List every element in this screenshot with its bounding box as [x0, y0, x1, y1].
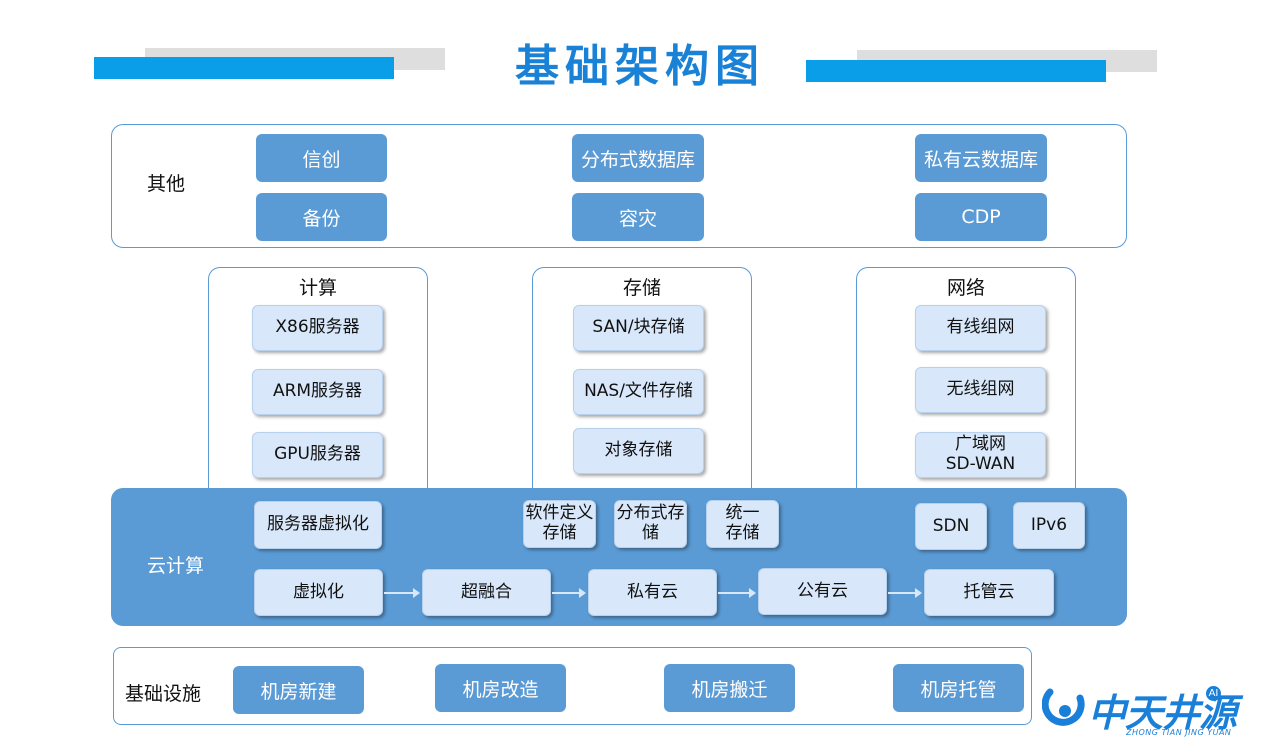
network-item-sdwan: 广域网 SD-WAN: [915, 432, 1046, 478]
cloud-item-sdn: SDN: [915, 503, 987, 550]
cloud-item-software-defined-storage: 软件定义 存储: [523, 500, 596, 548]
other-item-disaster-recovery: 容灾: [572, 193, 704, 241]
logo-subtitle: ZHONG TIAN JING YUAN: [1126, 728, 1232, 737]
title-decor-right-blue: [806, 60, 1106, 82]
other-item-backup: 备份: [256, 193, 387, 241]
compute-item-x86: X86服务器: [252, 305, 383, 351]
other-item-distributed-db: 分布式数据库: [572, 134, 704, 182]
network-item-wireless: 无线组网: [915, 367, 1046, 413]
flow-step-public-cloud: 公有云: [758, 568, 887, 615]
cloud-item-server-virtualization: 服务器虚拟化: [254, 501, 382, 549]
infra-item-hosting: 机房托管: [893, 664, 1024, 712]
flow-arrow-1: [384, 588, 420, 598]
compute-section-label: 计算: [299, 277, 338, 299]
infra-section-label: 基础设施: [125, 683, 202, 705]
flow-step-private-cloud: 私有云: [588, 569, 717, 616]
infra-item-renovation: 机房改造: [435, 664, 566, 712]
flow-step-hyperconverged: 超融合: [422, 569, 551, 616]
other-item-xinchuang: 信创: [256, 134, 387, 182]
cloud-item-ipv6: IPv6: [1013, 502, 1085, 549]
flow-arrow-2: [552, 588, 586, 598]
cloud-item-unified-storage: 统一 存储: [706, 500, 779, 548]
flow-arrow-3: [718, 588, 756, 598]
logo-mark-icon: [1042, 688, 1085, 726]
compute-item-gpu: GPU服务器: [252, 432, 383, 478]
cloud-section-label: 云计算: [147, 555, 205, 577]
network-section-label: 网络: [947, 277, 986, 299]
page-title: 基础架构图: [515, 41, 765, 92]
other-section-label: 其他: [147, 173, 186, 195]
flow-arrow-4: [888, 588, 922, 598]
cloud-item-distributed-storage: 分布式存 储: [614, 500, 687, 548]
compute-item-arm: ARM服务器: [252, 369, 383, 415]
storage-item-san: SAN/块存储: [573, 305, 704, 351]
network-item-wired: 有线组网: [915, 305, 1046, 351]
infra-item-new-build: 机房新建: [233, 666, 364, 714]
infra-item-relocation: 机房搬迁: [664, 664, 795, 712]
storage-item-nas: NAS/文件存储: [573, 369, 704, 415]
storage-section-label: 存储: [623, 277, 662, 299]
title-decor-left-blue: [94, 57, 394, 79]
flow-step-hosted-cloud: 托管云: [924, 569, 1054, 616]
other-item-cdp: CDP: [915, 193, 1047, 241]
other-item-private-cloud-db: 私有云数据库: [915, 134, 1047, 182]
logo-badge: AI: [1206, 686, 1221, 701]
company-logo: 中天井源 AI ZHONG TIAN JING YUAN: [1040, 684, 1260, 740]
flow-step-virtualization: 虚拟化: [254, 569, 383, 616]
storage-item-object: 对象存储: [573, 428, 704, 474]
